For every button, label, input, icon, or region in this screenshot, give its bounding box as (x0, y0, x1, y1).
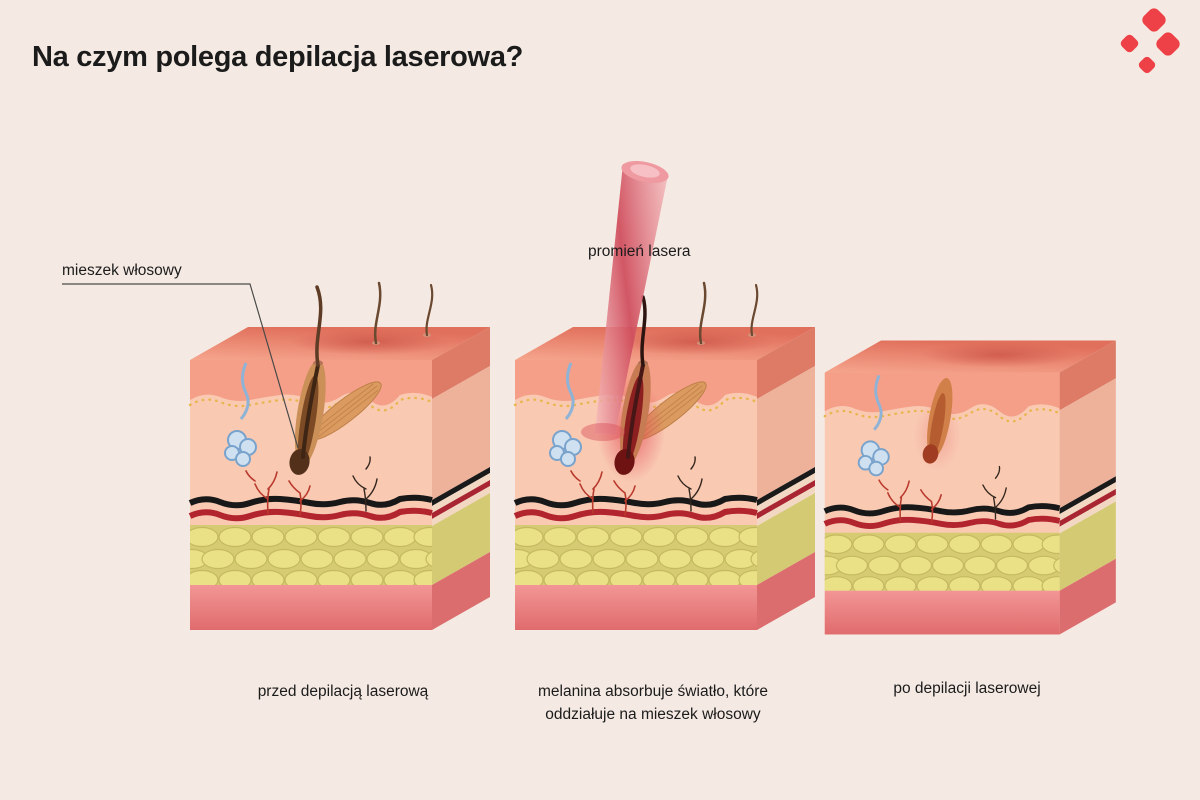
laser-beam-source-highlight (630, 164, 660, 178)
caption-during: melanina absorbuje światło, które oddzia… (537, 683, 769, 724)
arrector-pili-muscle (633, 381, 707, 441)
caption-before: przed depilacją laserową (257, 683, 429, 700)
hair-follicle-remnant (922, 377, 953, 464)
skin-block-before (180, 281, 520, 645)
brand-dots-icon (1139, 5, 1169, 35)
brand-dots-icon (1118, 32, 1141, 55)
laser-beam-label: promień lasera (588, 243, 691, 260)
skin-block-after (815, 290, 1145, 649)
hair-follicle-heated (614, 359, 651, 475)
caption-after: po depilacji laserowej (893, 680, 1041, 697)
brand-dots-icon (1153, 29, 1183, 59)
skin-block-during (505, 281, 845, 645)
laser-beam-source (621, 161, 669, 183)
hairs (638, 281, 759, 367)
brand-dots-icon (1137, 55, 1157, 75)
arrector-pili-muscle (308, 381, 382, 441)
follicle-label: mieszek włosowy (62, 262, 182, 279)
page-title: Na czym polega depilacja laserowa? (32, 41, 524, 74)
laser-impact-glow (581, 423, 625, 441)
laser-beam (595, 164, 667, 434)
follicle-remnant-glow (914, 400, 961, 471)
hairs (313, 281, 434, 367)
laser-beam-illustration (581, 161, 669, 441)
follicle-heat-glow (597, 378, 665, 482)
hair-follicle (289, 359, 326, 475)
